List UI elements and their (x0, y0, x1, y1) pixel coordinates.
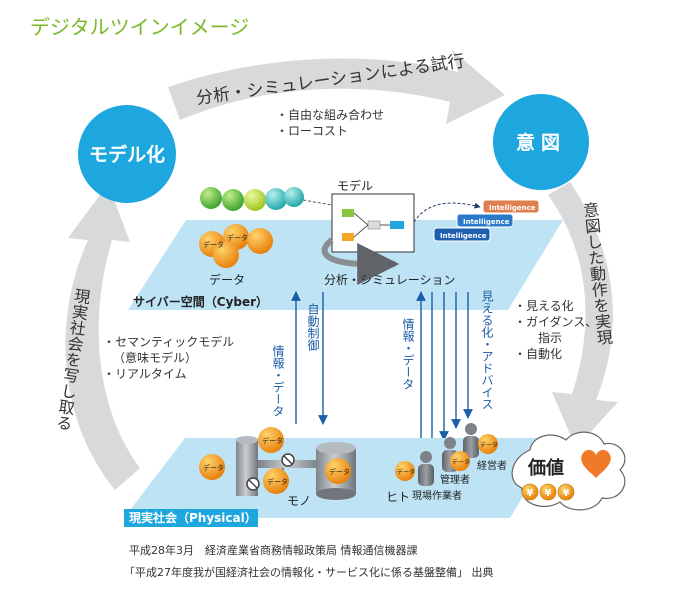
model-flow-icon (342, 209, 404, 241)
top-bullet-1: ・自由な組み合わせ (276, 107, 384, 122)
left-bullet-3: ・リアルタイム (103, 367, 187, 381)
top-bullet-2: ・ローコスト (276, 124, 348, 138)
people-badge-3: データ (480, 441, 498, 449)
right-bullet-4: ・自動化 (514, 347, 562, 361)
yen-coin-1: ¥ (527, 488, 534, 499)
physical-data-balls (199, 427, 351, 494)
left-bullet-2: （意味モデル） (113, 350, 197, 365)
intent-circle (493, 94, 589, 190)
role-ceo: 経営者 (477, 459, 507, 472)
intelligence-3: Intelligence (440, 232, 487, 240)
right-bullet-1: ・見える化 (514, 299, 574, 313)
vertical-visualize-advice: 見える化・アドバイス (480, 290, 494, 410)
vertical-info-data-right: 情報・データ (401, 318, 415, 390)
left-bullet-1: ・セマンティックモデル (103, 334, 234, 349)
diagram-title: デジタルツインイメージ (30, 15, 249, 39)
simulation-loop-arrow (321, 237, 400, 285)
intelligence-dashed-arrow (413, 202, 481, 223)
mono-label: モノ (287, 494, 311, 508)
intelligence-1: Intelligence (489, 204, 536, 212)
physical-badge-3: データ (267, 477, 288, 486)
model-ball-5 (284, 187, 304, 207)
model-ball-4 (265, 188, 287, 210)
physical-title: 現実社会（Physical） (129, 510, 257, 525)
right-cycle-arrow (548, 182, 618, 448)
vertical-info-data-left: 情報・データ (271, 345, 285, 417)
model-ball-1 (200, 187, 222, 209)
left-cycle-arrow (65, 184, 140, 490)
model-ball-2 (222, 189, 244, 211)
cyber-title: サイバー空間（Cyber） (133, 294, 268, 309)
yen-coin-3: ¥ (563, 488, 570, 499)
cyber-badge-1: データ (203, 240, 224, 249)
top-cycle-arrow (168, 50, 505, 124)
role-manager: 管理者 (440, 473, 470, 486)
people-badge-2: データ (452, 458, 470, 466)
modeling-circle-label: モデル化 (89, 143, 165, 166)
analysis-label: 分析・シミュレーション (324, 273, 456, 287)
intelligence-tags (433, 199, 540, 242)
cyber-data-label: データ (209, 272, 245, 287)
vertical-auto-control: 自動制御 (306, 303, 320, 351)
physical-badge-2: データ (262, 436, 283, 445)
people-badge-1: データ (397, 468, 415, 476)
physical-badge-1: データ (203, 463, 224, 472)
cyber-badge-2: データ (227, 233, 248, 242)
intent-circle-label: 意図 (516, 131, 566, 154)
heart-icon (581, 449, 611, 478)
physical-title-bg (124, 509, 258, 527)
vertical-arrows (291, 291, 473, 449)
model-connector (302, 199, 333, 206)
footer-line-2: 「平成27年度我が国経済社会の情報化・サービス化に係る基盤整備」 出典 (124, 565, 494, 579)
right-bullet-3: 指示 (538, 330, 562, 345)
model-ball-3 (244, 189, 266, 211)
right-bullet-2: ・ガイダンス、 (514, 314, 597, 329)
footer-line-1: 平成28年3月 経済産業省商務情報政策局 情報通信機器課 (129, 543, 418, 557)
value-label: 価値 (527, 457, 564, 479)
intelligence-2: Intelligence (463, 218, 510, 226)
hito-label: ヒト (386, 490, 410, 504)
cyber-data-balls (199, 224, 273, 268)
role-worker: 現場作業者 (412, 489, 462, 502)
model-label: モデル (337, 178, 373, 193)
yen-coin-2: ¥ (545, 488, 552, 499)
modeling-circle (78, 105, 176, 203)
physical-badge-4: データ (329, 467, 350, 476)
yen-coins (521, 483, 575, 501)
people-data-balls (395, 434, 498, 481)
